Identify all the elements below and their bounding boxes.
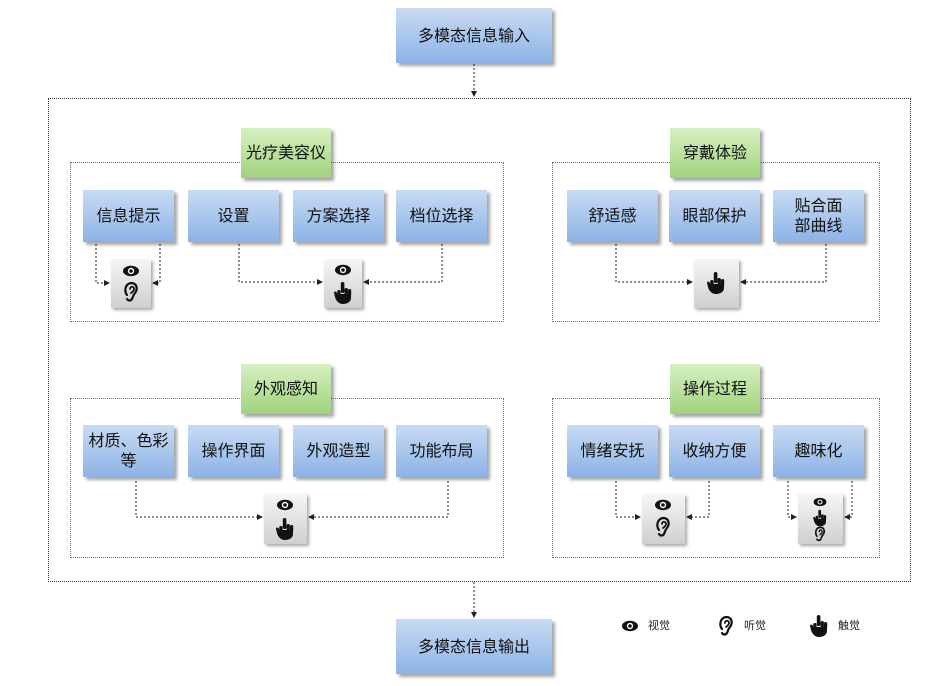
item-label: 眼部保护 [682,206,747,225]
modality-box-fun [798,494,843,544]
modality-icons [276,499,294,540]
modality-box-light-controls [324,259,362,308]
item-interface: 操作界面 [188,425,279,477]
item-label: 操作界面 [201,441,266,460]
input-box: 多模态信息输入 [396,8,552,63]
output-label: 多模态信息输出 [417,636,530,656]
modality-icons [707,272,725,294]
ear-icon [124,281,138,302]
eye-icon [277,499,293,511]
eye-icon [622,620,638,632]
hand-icon [707,272,725,294]
item-label: 情绪安抚 [580,441,645,460]
item-plan-select: 方案选择 [293,190,384,242]
hand-icon [276,518,294,540]
modality-box-wearing [694,259,739,308]
group-title-appearance: 外观感知 [241,364,331,414]
item-label: 设置 [217,206,250,225]
ear-icon [656,516,670,537]
item-label: 贴合面部曲线 [794,196,843,235]
legend: 视觉 听觉 触觉 [618,614,888,638]
eye-icon [813,497,827,507]
ear-icon [719,615,733,636]
item-label: 收纳方便 [682,441,747,460]
group-title-label: 穿戴体验 [682,143,747,162]
item-label: 功能布局 [409,441,474,460]
modality-icons [813,497,827,542]
item-label: 材质、色彩等 [88,431,169,470]
hand-icon [810,615,828,637]
item-soothing: 情绪安抚 [567,425,658,477]
item-face-fit: 贴合面部曲线 [773,190,864,242]
hand-icon [813,509,827,527]
eye-icon [655,499,671,511]
eye-icon [335,264,351,276]
group-title-label: 操作过程 [682,379,747,398]
item-shape: 外观造型 [293,425,384,477]
item-eye-protection: 眼部保护 [669,190,760,242]
group-title-light-beauty: 光疗美容仪 [241,128,331,178]
item-label: 外观造型 [306,441,371,460]
item-storage: 收纳方便 [669,425,760,477]
item-label: 方案选择 [306,206,371,225]
group-title-operation: 操作过程 [670,364,760,414]
modality-icons [123,265,139,302]
item-settings: 设置 [188,190,279,242]
item-label: 舒适感 [588,206,637,225]
output-box: 多模态信息输出 [396,619,552,674]
eye-icon [123,265,139,277]
modality-box-soothing-storage [642,494,685,544]
item-label: 趣味化 [794,441,843,460]
item-comfort: 舒适感 [567,190,658,242]
legend-vision-label: 视觉 [648,619,670,632]
legend-touch-label: 触觉 [838,619,860,632]
legend-hearing-label: 听觉 [744,619,766,632]
group-title-wearing: 穿戴体验 [670,128,760,178]
modality-box-appearance [264,494,307,544]
hand-icon [334,282,352,304]
item-fun: 趣味化 [773,425,864,477]
item-material-color: 材质、色彩等 [83,425,174,477]
group-title-label: 光疗美容仪 [245,143,326,162]
modality-icons [655,499,671,537]
item-label: 信息提示 [96,206,161,225]
item-label: 档位选择 [409,206,474,225]
item-info-prompt: 信息提示 [83,190,174,242]
modality-box-info-prompt [111,259,151,308]
modality-icons [334,264,352,304]
group-title-label: 外观感知 [253,379,318,398]
item-level-select: 档位选择 [396,190,487,242]
ear-icon [814,526,826,542]
outer-container [48,98,911,582]
item-layout: 功能布局 [396,425,487,477]
input-label: 多模态信息输入 [417,25,530,45]
